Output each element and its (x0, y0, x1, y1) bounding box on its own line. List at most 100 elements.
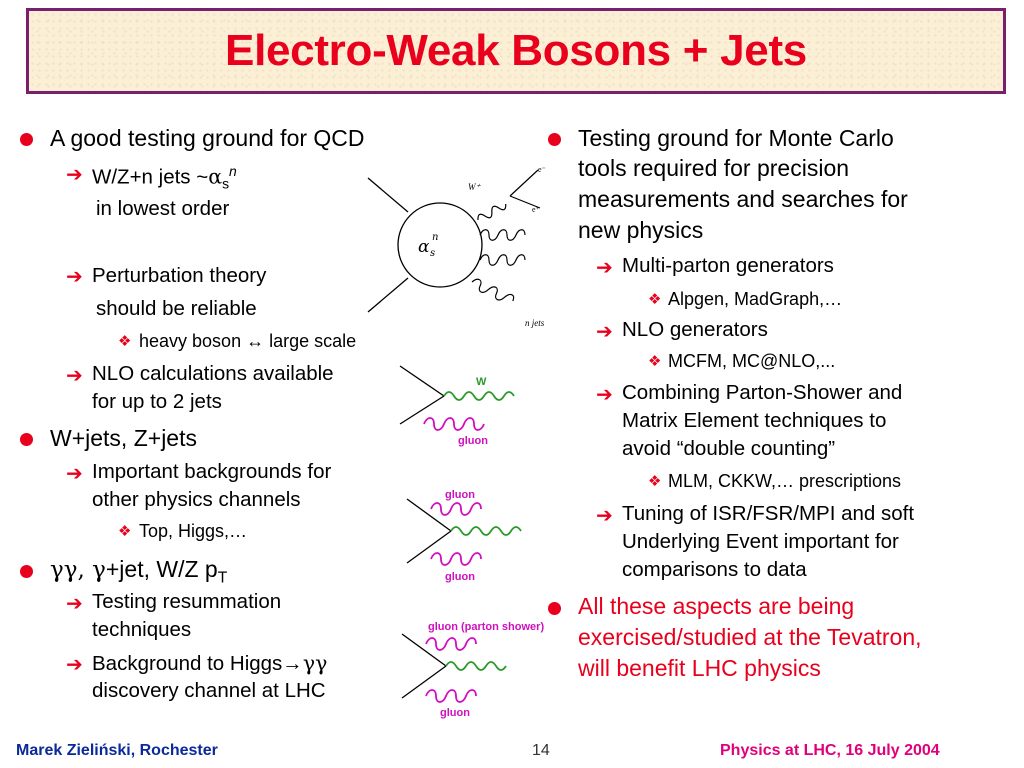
blob-alpha-sup: n (432, 232, 438, 243)
left-sub-higgs-background: Background to Higgs→γγ (92, 651, 327, 676)
electron-line (509, 169, 539, 197)
diamond-icon: ❖ (648, 353, 662, 370)
incoming-line-bottom (406, 530, 452, 564)
arrow-right-icon: ➔ (66, 365, 83, 387)
n-jets-label: n jets (525, 318, 545, 328)
jet-text: +jet, W/Z p (105, 556, 218, 582)
arrow-right-icon: ➔ (596, 384, 613, 406)
right-sub-tuning-line-2: Underlying Event important for (622, 530, 899, 553)
left-detail-top-higgs: Top, Higgs,… (139, 521, 248, 541)
slide-title: Electro-Weak Bosons + Jets (225, 26, 807, 75)
incoming-line-top (406, 498, 452, 532)
parton-shower-label: gluon (parton shower) (428, 621, 544, 633)
left-sub-perturbation-cont: should be reliable (96, 297, 257, 320)
positron-line (509, 195, 541, 209)
gluon-gluon-diagram: gluon gluon (406, 489, 522, 583)
right-sub-combining-line-2: Matrix Element techniques to (622, 409, 887, 432)
higgs-text: Background to Higgs→ (92, 652, 303, 675)
gluon-bottom-label: gluon (445, 571, 475, 583)
wz-jets-text: W/Z+n jets ~ (92, 165, 209, 189)
incoming-line-top (401, 633, 447, 667)
feynman-blob-diagram: α s n W⁺ e⁻ e⁺ n jets (367, 165, 546, 328)
gluon-top-label: gluon (445, 489, 475, 501)
gluon-loops (423, 417, 485, 431)
arrow-right-icon: ➔ (66, 654, 83, 676)
diamond-icon: ❖ (648, 473, 662, 490)
alpha-symbol: α (208, 164, 223, 189)
pt-subscript: T (217, 569, 228, 587)
gluon-label: gluon (458, 435, 488, 447)
incoming-line-bottom (367, 277, 409, 313)
left-bullet-1: A good testing ground for QCD (50, 125, 365, 151)
right-bullet-2-line-1: All these aspects are being (578, 593, 855, 619)
diamond-icon: ❖ (118, 523, 132, 540)
left-bullet-3: γγ, γ+jet, W/Z pT (50, 556, 227, 587)
bullet-icon (20, 433, 33, 446)
bullet-icon (20, 133, 33, 146)
incoming-line-bottom (399, 395, 445, 425)
right-bullet-2-line-3: will benefit LHC physics (578, 655, 821, 681)
diamond-icon: ❖ (118, 333, 132, 350)
footer-author: Marek Zieliński, Rochester (16, 742, 218, 759)
arrow-right-icon: ➔ (66, 164, 83, 186)
incoming-line-top (367, 177, 409, 213)
alpha-superscript: n (229, 163, 237, 179)
right-bullet-1-line-1: Testing ground for Monte Carlo (578, 125, 894, 151)
incoming-line-bottom (401, 665, 447, 699)
w-plus-label: W⁺ (468, 182, 481, 192)
left-bullet-2: W+jets, Z+jets (50, 425, 197, 451)
w-label: W (476, 376, 487, 388)
left-sub-backgrounds: Important backgrounds for (92, 460, 332, 483)
right-detail-mlm: MLM, CKKW,… prescriptions (668, 471, 902, 491)
left-sub-backgrounds-cont: other physics channels (92, 488, 301, 511)
bullet-icon (548, 602, 561, 615)
left-sub-resummation-cont: techniques (92, 618, 192, 641)
blob-alpha: α (418, 237, 430, 257)
right-sub-tuning-line-1: Tuning of ISR/FSR/MPI and soft (622, 502, 915, 525)
blob-alpha-sub: s (430, 248, 435, 259)
gluon-loops-top (430, 502, 482, 516)
gluon-1 (479, 229, 526, 241)
w-boson-wavy (477, 203, 507, 221)
w-gluon-diagram: W gluon (399, 365, 515, 447)
gluon-loops-bottom (430, 552, 482, 566)
left-sub-nlo-cont: for up to 2 jets (92, 390, 222, 413)
boson-wavy (445, 661, 507, 671)
left-sub-perturbation: Perturbation theory (92, 264, 267, 287)
right-bullet-1-line-3: measurements and searches for (578, 186, 908, 212)
boson-wavy (450, 526, 522, 536)
arrow-right-icon: ➔ (66, 463, 83, 485)
gluon-bottom-label: gluon (440, 707, 470, 719)
diamond-icon: ❖ (648, 291, 662, 308)
left-sub-higgs-background-cont: discovery channel at LHC (92, 679, 326, 702)
left-sub-resummation: Testing resummation (92, 590, 282, 613)
parton-shower-diagram: gluon (parton shower) gluon (401, 621, 544, 719)
bullet-icon (20, 565, 33, 578)
alpha-subscript: s (222, 175, 230, 192)
right-sub-nlo-generators: NLO generators (622, 318, 768, 341)
right-detail-alpgen: Alpgen, MadGraph,… (668, 289, 843, 309)
right-sub-combining-line-1: Combining Parton-Shower and (622, 381, 903, 404)
footer-event: Physics at LHC, 16 July 2004 (720, 742, 940, 759)
interaction-blob (397, 202, 483, 288)
right-bullet-1-line-4: new physics (578, 217, 704, 243)
bullet-icon (548, 133, 561, 146)
arrow-right-icon: ➔ (66, 266, 83, 288)
right-sub-combining-line-3: avoid “double counting” (622, 437, 836, 460)
arrow-right-icon: ➔ (596, 321, 613, 343)
right-bullet-1-line-2: tools required for precision (578, 155, 850, 181)
title-banner: Electro-Weak Bosons + Jets (26, 8, 1006, 94)
right-sub-tuning-line-3: comparisons to data (622, 558, 807, 581)
gluon-3 (471, 278, 515, 302)
left-sub-nlo: NLO calculations available (92, 362, 334, 385)
gamma-gamma-symbol: γγ (302, 651, 328, 675)
gluon-loops-top (425, 637, 477, 651)
w-boson-wavy (443, 391, 515, 401)
right-bullet-2-line-2: exercised/studied at the Tevatron, (578, 624, 922, 650)
e-plus-label: e⁺ (532, 205, 540, 214)
gluon-loops-bottom (425, 689, 477, 703)
incoming-line-top (399, 365, 445, 397)
e-minus-label: e⁻ (538, 165, 546, 174)
arrow-right-icon: ➔ (596, 257, 613, 279)
left-detail-heavy-boson: heavy boson ↔ large scale (139, 331, 357, 351)
